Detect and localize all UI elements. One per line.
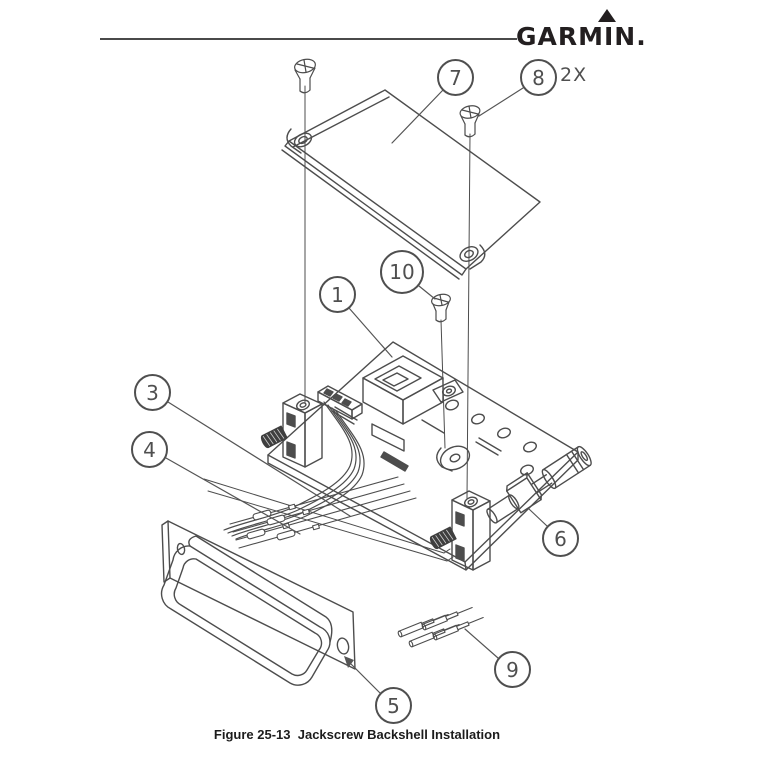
callout-5: 5 bbox=[375, 687, 412, 724]
left-jackscrew-block bbox=[260, 393, 323, 468]
crimp-pins-part bbox=[397, 606, 484, 648]
callout-10: 10 bbox=[380, 250, 424, 294]
callout-7: 7 bbox=[437, 59, 474, 96]
right-jackscrew-block bbox=[429, 490, 491, 571]
jackscrew-assembly bbox=[486, 445, 592, 524]
wire-strip-connector bbox=[317, 385, 363, 420]
screw-8b bbox=[459, 105, 481, 138]
figure-caption: Figure 25-13 Jackscrew Backshell Install… bbox=[213, 727, 501, 742]
module-part bbox=[362, 355, 464, 452]
callout-4: 4 bbox=[131, 431, 168, 468]
callout-6: 6 bbox=[542, 520, 579, 557]
right-jackscrew-stud bbox=[429, 526, 457, 550]
left-jackscrew-stud bbox=[260, 425, 288, 449]
callout-1: 1 bbox=[319, 276, 356, 313]
callout-8-qty: 2X bbox=[560, 64, 588, 86]
cover-plate-part bbox=[281, 89, 541, 280]
garmin-logo: GARMIN. bbox=[516, 22, 647, 51]
screw-8a bbox=[294, 58, 316, 94]
wire-pins bbox=[229, 476, 417, 549]
assembly-lines bbox=[203, 85, 471, 562]
callout-9: 9 bbox=[494, 651, 531, 688]
callout-3: 3 bbox=[134, 374, 171, 411]
dsub-connector-part bbox=[160, 520, 356, 686]
leader-lines bbox=[165, 87, 548, 694]
callout-8: 8 bbox=[520, 59, 557, 96]
header-rule bbox=[100, 38, 517, 40]
screw-10 bbox=[431, 293, 451, 323]
backshell-body-part bbox=[267, 341, 579, 571]
garmin-delta-icon bbox=[598, 9, 616, 22]
